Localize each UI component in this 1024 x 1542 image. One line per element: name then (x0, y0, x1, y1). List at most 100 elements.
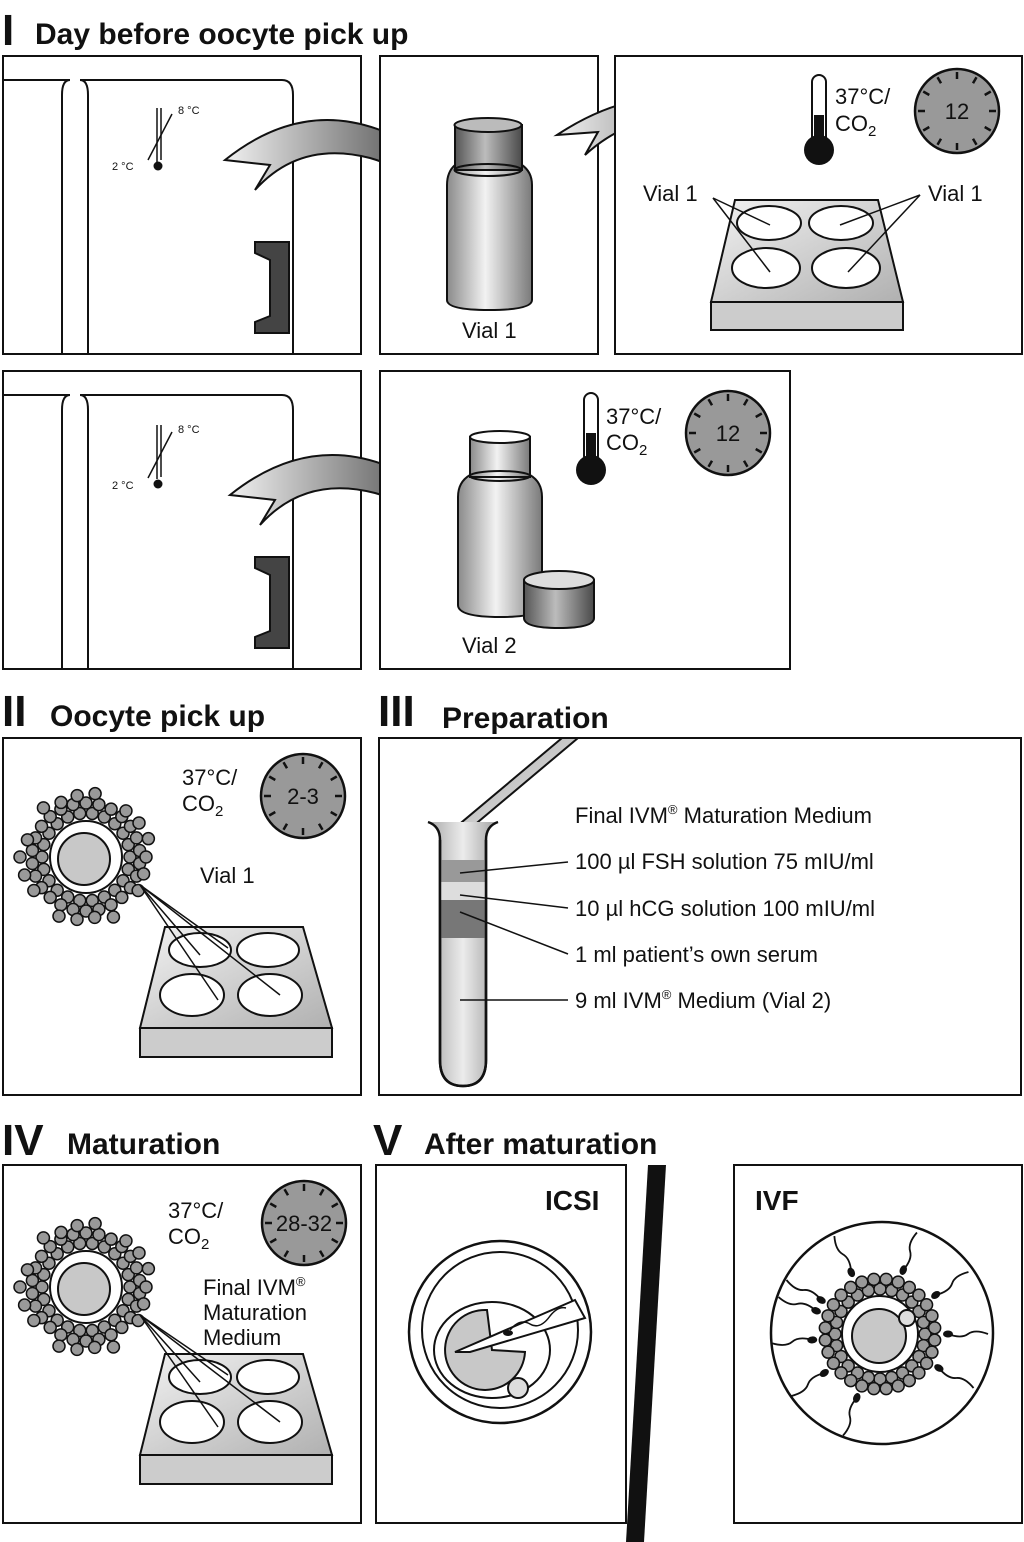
clock-tick (922, 125, 930, 132)
cumulus-cell (13, 850, 27, 864)
cumulus-cell (104, 802, 118, 816)
fridge-low-temp: 2 °C (112, 161, 134, 173)
cumulus-cell (927, 1321, 942, 1335)
dish-label-right: Vial 1 (928, 181, 983, 206)
cumulus-cell (136, 1297, 151, 1311)
cumulus-cell (925, 1345, 939, 1359)
cumulus-cell (119, 1234, 133, 1248)
cumulus-cell (104, 1232, 118, 1246)
clock-tick (317, 823, 324, 831)
cumulus-cell (72, 1323, 87, 1338)
clock-tick (283, 1188, 290, 1196)
cumulus-cell (106, 910, 121, 924)
cumulus-cell (867, 1381, 881, 1396)
oocyte-cumulus-icon (13, 786, 156, 927)
cumulus-cell (85, 1236, 100, 1251)
vial-2-icon (457, 430, 543, 619)
incubation-panel-1: 37°C/ CO2 12 Vial 1 Vial 1 (614, 55, 1023, 355)
section-4-numeral: IV (2, 1116, 44, 1165)
cumulus-cell (43, 890, 57, 905)
section-3-numeral: III (378, 687, 415, 736)
cumulus-cell (139, 850, 153, 864)
cumulus-cell (818, 1333, 833, 1347)
clock-tick (269, 1237, 277, 1244)
clock-tick (283, 1250, 290, 1258)
cumulus-cell (54, 898, 68, 912)
cumulus-cell (13, 1280, 27, 1294)
cumulus-cell (52, 1339, 66, 1353)
clock-tick (693, 447, 701, 454)
cumulus-cell (43, 809, 57, 824)
prep-line-serum: 1 ml patient’s own serum (575, 942, 818, 967)
section-2-numeral: II (2, 687, 26, 736)
clock-tick (318, 1188, 325, 1196)
cumulus-cell (20, 833, 35, 847)
vial-1-panel: Vial 1 (379, 55, 599, 355)
svg-text:12: 12 (716, 421, 740, 446)
cumulus-cell (115, 890, 129, 905)
cumulus-cell (834, 1288, 848, 1302)
sperm-tail (772, 1337, 813, 1346)
cumulus-cell (36, 1231, 51, 1245)
sperm-head (899, 1265, 907, 1275)
cumulus-cell (826, 1297, 841, 1312)
svg-text:28-32: 28-32 (276, 1211, 332, 1236)
clock-tick (742, 460, 749, 468)
section-4-title: Maturation (67, 1128, 220, 1161)
vial-2-cap-icon (523, 570, 595, 630)
cumulus-cell (879, 1272, 893, 1287)
cumulus-cell (855, 1275, 869, 1289)
svg-text:12: 12 (945, 99, 969, 124)
four-well-dish-icon (138, 1314, 334, 1485)
cumulus-cell (85, 806, 100, 821)
clock-tick (984, 90, 992, 97)
cumulus-cell (106, 1340, 121, 1354)
cumulus-cell (141, 1261, 156, 1276)
section-1-numeral: I (2, 6, 14, 55)
cumulus-cell (70, 1342, 84, 1357)
dish-label-left: Vial 1 (643, 181, 698, 206)
cumulus-cell (129, 831, 144, 845)
clock-tick (693, 412, 701, 419)
cumulus-cell (54, 1328, 68, 1342)
sperm-tail (902, 1231, 918, 1271)
cumulus-cell (52, 909, 66, 923)
cumulus-cell (88, 786, 102, 801)
clock-tick (971, 138, 978, 146)
temp-line2: CO2 (182, 791, 223, 820)
cumulus-cell (119, 804, 133, 818)
cumulus-cell (17, 1298, 32, 1312)
clock-icon: 28-32 (260, 1179, 348, 1267)
cumulus-cell (70, 788, 84, 803)
cumulus-cell (27, 1313, 41, 1328)
vial-1-label: Vial 1 (462, 318, 517, 343)
thermometer-icon (576, 392, 606, 485)
clock-tick (330, 810, 338, 817)
cumulus-cell (28, 1299, 43, 1313)
clock-tick (318, 1250, 325, 1258)
fridge-handle (254, 556, 290, 649)
cumulus-cell (902, 1280, 917, 1295)
clock-tick (331, 1202, 339, 1209)
cumulus-cell (25, 856, 40, 871)
sperm-head (847, 1267, 856, 1278)
sperm-tail (833, 1236, 853, 1273)
clock-tick (742, 398, 749, 406)
clock-tick (755, 447, 763, 454)
svg-text:2-3: 2-3 (287, 784, 319, 809)
cumulus-cell (141, 831, 156, 846)
cumulus-cell (36, 801, 51, 815)
cumulus-cell (43, 1239, 57, 1254)
sperm-head (934, 1364, 944, 1372)
sperm-head (816, 1296, 826, 1304)
four-well-dish-icon (138, 884, 334, 1058)
cumulus-cell (115, 1320, 129, 1335)
cumulus-cell (912, 1366, 926, 1380)
cumulus-cell (17, 868, 32, 882)
clock-tick (268, 775, 276, 782)
section-5: V After maturation ICSI IVF (373, 1116, 1023, 1542)
cumulus-cell (843, 1280, 858, 1295)
medium-label-2: Maturation (203, 1300, 307, 1325)
sperm-head (931, 1290, 941, 1300)
cumulus-cell (54, 795, 68, 810)
